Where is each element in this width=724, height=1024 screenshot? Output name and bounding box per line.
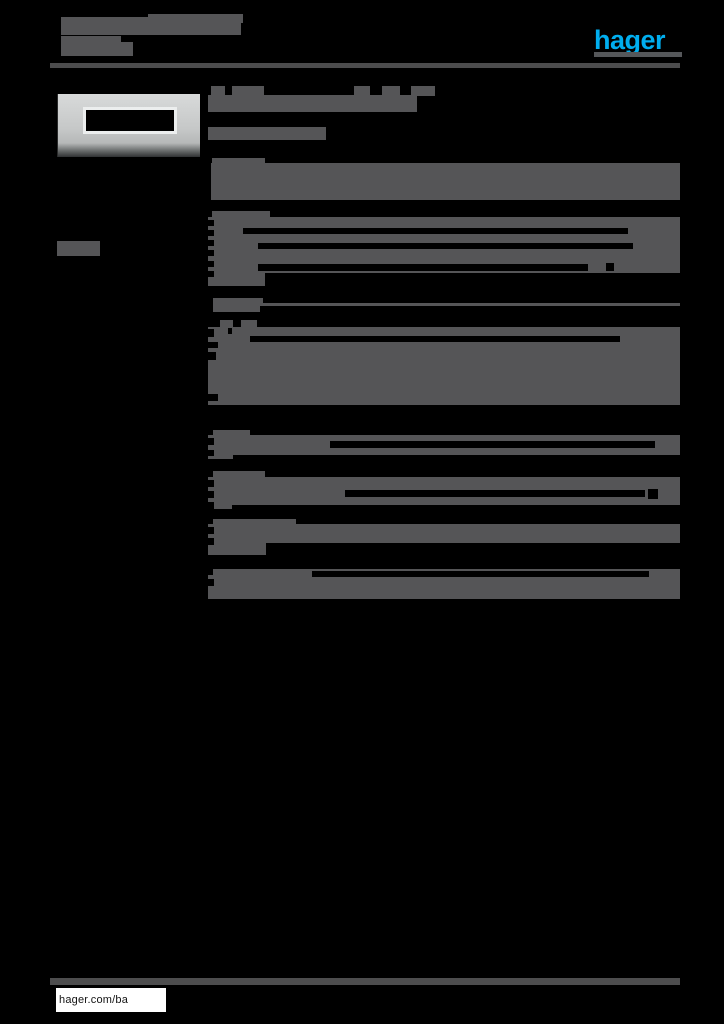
table-section-packaging xyxy=(208,471,680,509)
product-caption xyxy=(57,241,100,256)
product-image-aperture xyxy=(86,110,174,131)
product-image xyxy=(57,94,200,157)
page-title-ascender-1 xyxy=(211,86,225,96)
page-title xyxy=(208,86,680,140)
footer-divider xyxy=(50,978,680,985)
table-section-logistics xyxy=(208,519,680,559)
page-title-ascender-4 xyxy=(382,86,400,96)
main-content xyxy=(208,86,680,604)
header-divider xyxy=(50,63,680,68)
logo-underline xyxy=(594,52,682,57)
spec-table xyxy=(208,158,680,604)
page-title-ascender-2 xyxy=(232,86,264,96)
header-title-line-2 xyxy=(61,20,241,35)
page-subtitle xyxy=(208,127,326,140)
table-section-short-row xyxy=(208,298,680,312)
page-footer xyxy=(0,978,724,1024)
header-subtitle-line-1 xyxy=(61,36,121,44)
header-title-line-1b xyxy=(148,14,243,23)
page-title-ascender-5 xyxy=(411,86,435,96)
page-header: hager xyxy=(0,0,724,72)
table-section-details xyxy=(208,430,680,459)
hager-logo[interactable]: hager xyxy=(594,25,666,55)
table-section-characteristics xyxy=(208,211,680,292)
footer-url-link[interactable]: hager.com/ba xyxy=(56,988,166,1012)
header-subtitle-line-2 xyxy=(61,42,133,56)
table-section-description xyxy=(208,158,680,203)
table-section-misc xyxy=(208,569,680,604)
page-title-body xyxy=(208,95,417,112)
page-title-ascender-3 xyxy=(354,86,370,96)
table-section-technical xyxy=(208,320,680,410)
